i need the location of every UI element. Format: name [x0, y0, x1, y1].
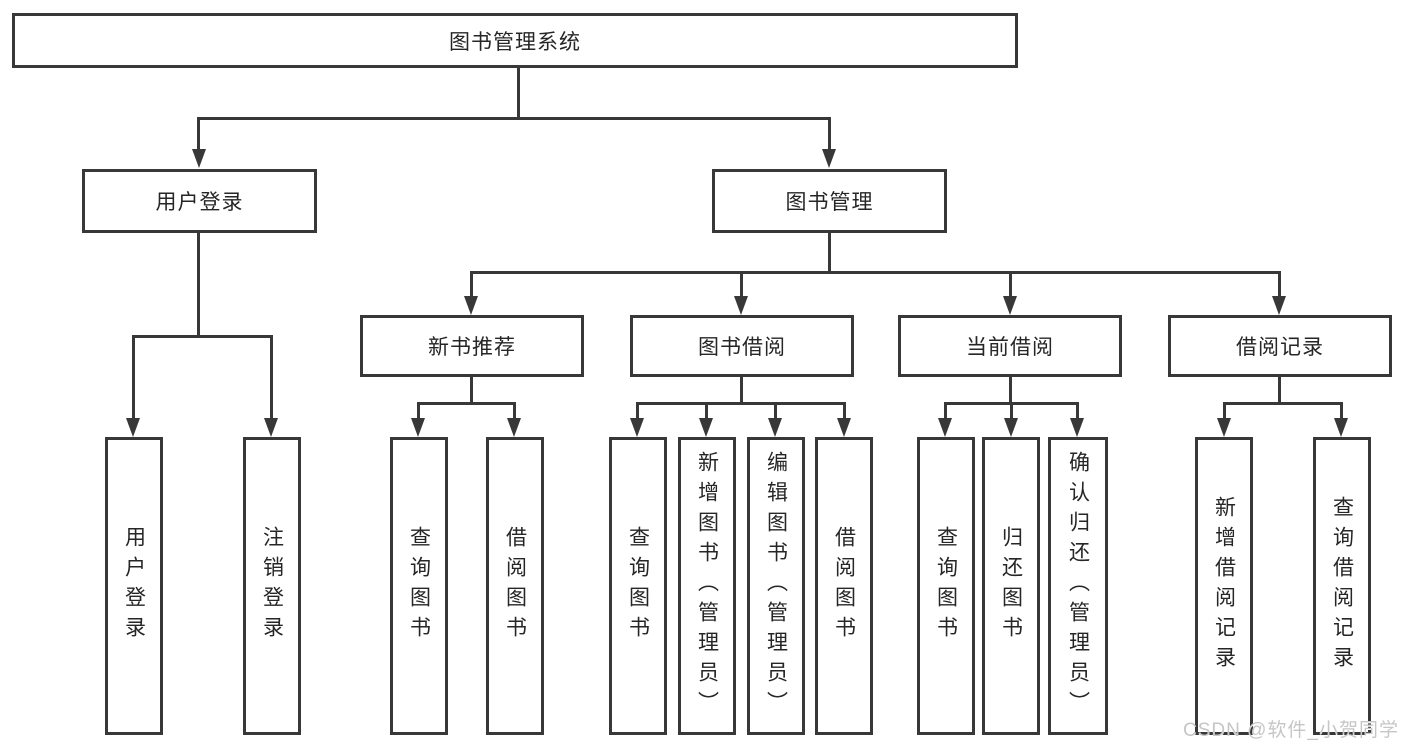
leaf-label: 用户登录	[122, 526, 146, 646]
connector-g3-stub-3	[1076, 402, 1079, 419]
arrow-g4-query-record	[1334, 418, 1348, 437]
connector-user-stub-left	[132, 335, 135, 419]
arrow-g4-add-record	[1217, 418, 1231, 437]
leaf-label: 新增借阅记录	[1212, 496, 1236, 676]
node-label: 用户登录	[155, 191, 244, 214]
connector-g2-stub-1	[636, 402, 639, 419]
connector-g3-vline	[1009, 377, 1012, 404]
arrow-g2-add-book	[699, 418, 713, 437]
leaf-borrow-add-book-admin: 新增图书（管理员）	[678, 437, 736, 735]
connector-g4-hline	[1223, 402, 1343, 405]
connector-root-vline	[517, 67, 520, 118]
node-current-borrow: 当前借阅	[898, 315, 1122, 377]
connector-root-hline	[198, 117, 831, 120]
node-label: 当前借阅	[966, 336, 1054, 359]
arrow-g2-borrow-book	[837, 418, 851, 437]
leaf-label: 新增图书（管理员）	[695, 451, 719, 721]
connector-user-stub-right	[270, 335, 273, 419]
leaf-current-query-book: 查询图书	[917, 437, 975, 735]
leaf-recommend-borrow-book: 借阅图书	[486, 437, 544, 735]
connector-mgmt-stub-4	[1278, 271, 1281, 298]
arrow-to-borrow-records	[1272, 296, 1286, 315]
connector-g1-hline	[417, 402, 516, 405]
connector-g2-hline	[636, 402, 846, 405]
connector-mgmt-hline	[470, 271, 1281, 274]
leaf-label: 借阅图书	[503, 526, 527, 646]
connector-g2-stub-2	[705, 402, 708, 419]
node-root-library-system: 图书管理系统	[12, 13, 1018, 68]
leaf-records-add-record: 新增借阅记录	[1195, 437, 1253, 735]
csdn-watermark: CSDN @软件_小贺同学	[1183, 720, 1399, 741]
leaf-recommend-query-book: 查询图书	[390, 437, 448, 735]
leaf-label: 借阅图书	[832, 526, 856, 646]
leaf-label: 注销登录	[260, 526, 284, 646]
arrow-g2-query-book	[630, 418, 644, 437]
connector-g1-vline	[470, 377, 473, 404]
leaf-borrow-borrow-book: 借阅图书	[815, 437, 873, 735]
connector-g2-vline	[740, 377, 743, 404]
connector-mgmt-stub-3	[1009, 271, 1012, 298]
connector-g4-stub-2	[1340, 402, 1343, 419]
connector-mgmt-vline	[828, 233, 831, 272]
arrow-to-user-login	[192, 149, 206, 168]
leaf-label: 编辑图书（管理员）	[764, 451, 788, 721]
connector-g4-stub-1	[1223, 402, 1226, 419]
node-user-login: 用户登录	[82, 169, 317, 233]
arrow-to-leaf-logout	[264, 418, 278, 437]
arrow-g3-confirm-return	[1070, 418, 1084, 437]
node-new-book-recommend: 新书推荐	[360, 315, 584, 377]
leaf-label: 确认归还（管理员）	[1066, 451, 1090, 721]
arrow-to-new-book-recommend	[464, 296, 478, 315]
leaf-label: 归还图书	[999, 526, 1023, 646]
connector-user-vline	[197, 233, 200, 336]
connector-g3-stub-2	[1010, 402, 1013, 419]
connector-root-stub-left	[197, 117, 200, 150]
leaf-label: 查询图书	[407, 526, 431, 646]
leaf-current-return-book: 归还图书	[982, 437, 1040, 735]
arrow-g3-query-book	[938, 418, 952, 437]
node-borrow-records: 借阅记录	[1168, 315, 1392, 377]
arrow-g1-borrow-book	[507, 418, 521, 437]
leaf-label: 查询借阅记录	[1330, 496, 1354, 676]
node-label: 图书借阅	[698, 336, 786, 359]
arrow-to-book-management	[822, 149, 836, 168]
connector-user-hline	[132, 335, 273, 338]
connector-mgmt-stub-2	[740, 271, 743, 298]
arrow-to-book-borrow	[734, 296, 748, 315]
leaf-records-query-record: 查询借阅记录	[1313, 437, 1371, 735]
leaf-label: 查询图书	[934, 526, 958, 646]
leaf-borrow-edit-book-admin: 编辑图书（管理员）	[747, 437, 805, 735]
connector-g3-stub-1	[944, 402, 947, 419]
leaf-label: 查询图书	[626, 526, 650, 646]
arrow-g3-return-book	[1004, 418, 1018, 437]
arrow-g2-edit-book	[768, 418, 782, 437]
connector-g1-stub-2	[513, 402, 516, 419]
connector-root-stub-right	[828, 117, 831, 150]
leaf-user-login: 用户登录	[105, 437, 163, 735]
node-book-borrow: 图书借阅	[630, 315, 854, 377]
connector-g2-stub-3	[774, 402, 777, 419]
leaf-borrow-query-book: 查询图书	[609, 437, 667, 735]
connector-g1-stub-1	[417, 402, 420, 419]
node-label: 借阅记录	[1236, 336, 1324, 359]
node-label: 图书管理	[785, 191, 874, 214]
leaf-current-confirm-return-admin: 确认归还（管理员）	[1048, 437, 1108, 735]
arrow-to-leaf-user-login	[126, 418, 140, 437]
leaf-logout: 注销登录	[243, 437, 301, 735]
arrow-to-current-borrow	[1003, 296, 1017, 315]
arrow-g1-query-book	[411, 418, 425, 437]
connector-mgmt-stub-1	[470, 271, 473, 298]
node-book-management: 图书管理	[712, 169, 947, 233]
connector-g4-vline	[1278, 377, 1281, 404]
connector-g2-stub-4	[843, 402, 846, 419]
node-label: 图书管理系统	[449, 30, 581, 54]
node-label: 新书推荐	[428, 336, 516, 359]
